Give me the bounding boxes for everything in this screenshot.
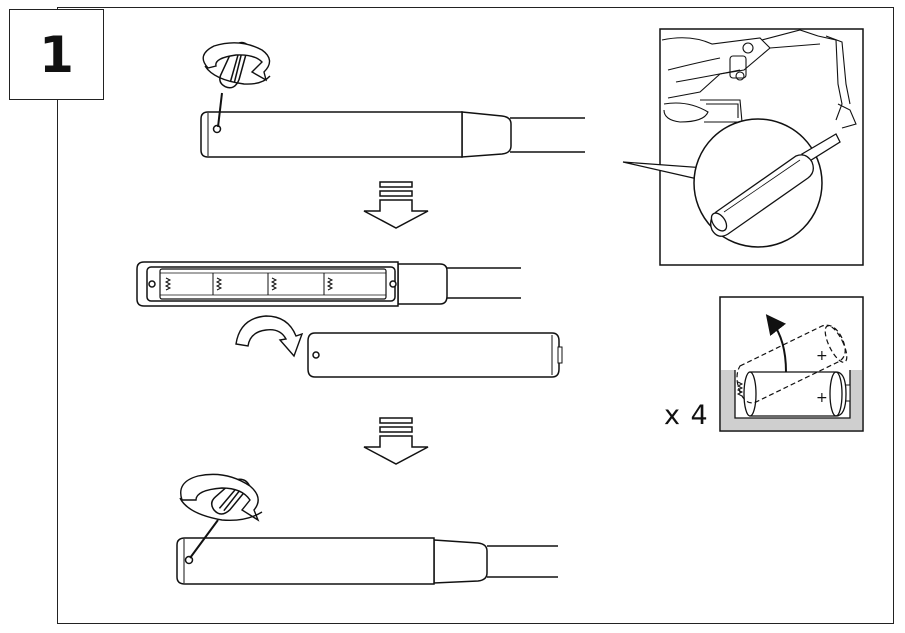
down-arrow-icon xyxy=(363,181,429,229)
curved-arrow-icon xyxy=(235,315,304,358)
battery-springs xyxy=(164,273,334,295)
stroller-detail-panel xyxy=(622,28,864,266)
battery-orientation-panel: + + xyxy=(719,296,864,432)
plus-sign: + xyxy=(816,348,828,364)
rotate-arrow-icon xyxy=(202,42,271,85)
battery-count-label: x 4 xyxy=(664,400,709,431)
down-arrow-icon xyxy=(363,417,429,465)
handle-open-compartment xyxy=(136,261,521,307)
step-number: 1 xyxy=(39,25,74,84)
compartment-cover xyxy=(307,332,563,378)
handle-closed-bottom xyxy=(176,537,558,585)
step-number-box: 1 xyxy=(9,9,104,100)
instruction-frame xyxy=(57,7,894,624)
rotate-arrow-icon xyxy=(179,473,263,522)
plus-sign: + xyxy=(816,390,828,406)
handle-closed-top xyxy=(200,111,585,158)
arrow-up-icon xyxy=(765,314,787,373)
